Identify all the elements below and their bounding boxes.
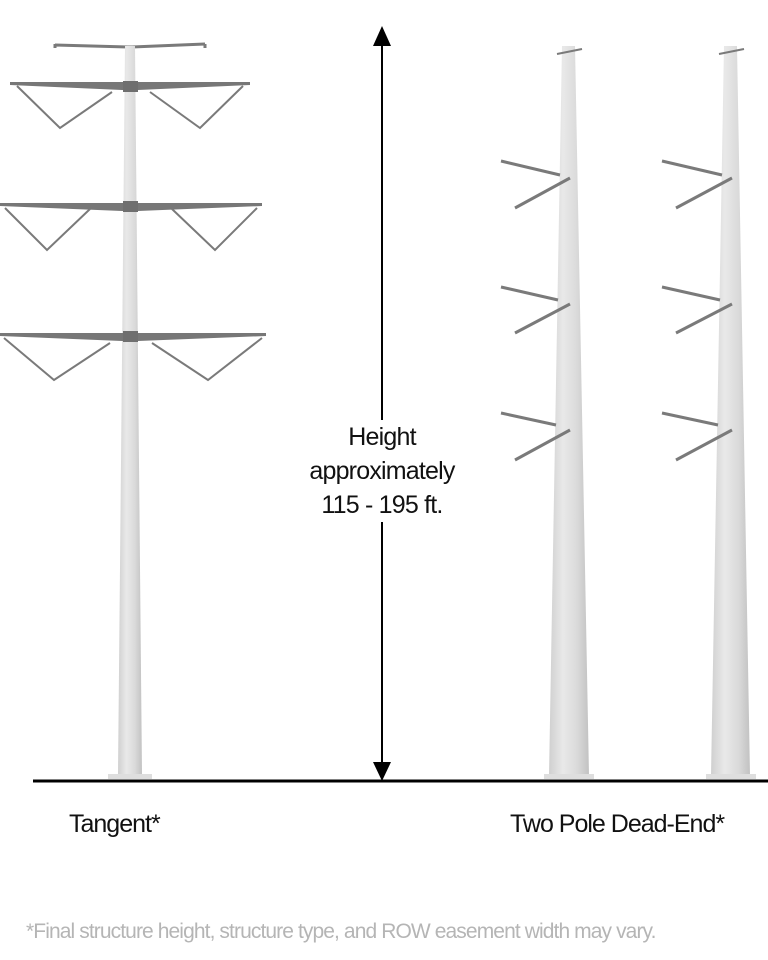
tangent-structure bbox=[0, 42, 266, 779]
height-dimension-arrow bbox=[373, 26, 391, 781]
height-line-1: Height bbox=[348, 423, 416, 451]
height-annotation: Height approximately 115 - 195 ft. bbox=[286, 420, 478, 522]
tangent-label: Tangent* bbox=[69, 810, 161, 838]
dead-end-pole-right bbox=[661, 46, 756, 779]
two-pole-dead-end-label: Two Pole Dead-End* bbox=[510, 810, 725, 838]
height-line-2: approximately bbox=[309, 457, 455, 485]
footnote: *Final structure height, structure type,… bbox=[26, 920, 656, 943]
height-line-3: 115 - 195 ft. bbox=[321, 491, 443, 519]
dead-end-pole-left bbox=[500, 46, 594, 779]
